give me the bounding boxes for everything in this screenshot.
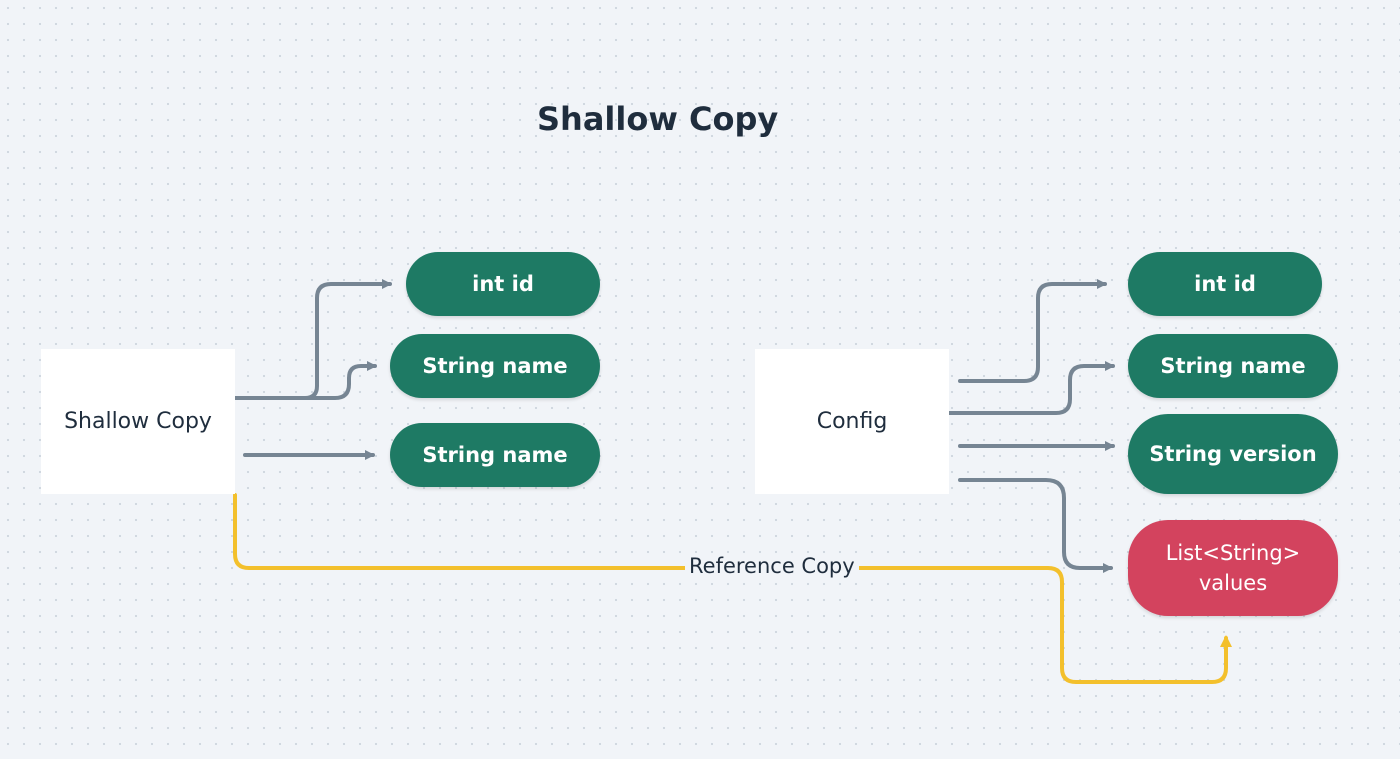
field-label: String name xyxy=(1160,354,1306,378)
field-label: String name xyxy=(422,354,568,378)
config-field-int-id: int id xyxy=(1128,252,1322,316)
shallow-copy-object-label: Shallow Copy xyxy=(64,409,212,434)
field-label: int id xyxy=(1194,272,1256,296)
arrow-config-id xyxy=(958,279,1107,383)
shallow-copy-object: Shallow Copy xyxy=(41,349,235,494)
field-label: int id xyxy=(472,272,534,296)
field-label: String version xyxy=(1149,442,1317,466)
config-field-list-values: List<String> values xyxy=(1128,520,1338,616)
reference-copy-label: Reference Copy xyxy=(685,554,859,578)
arrow-left-id xyxy=(233,279,392,400)
config-field-string-version: String version xyxy=(1128,414,1338,494)
field-string-name: String name xyxy=(390,334,600,398)
config-object: Config xyxy=(755,349,949,494)
arrow-left-name-1 xyxy=(233,361,377,400)
field-string-name-2: String name xyxy=(390,423,600,487)
field-label: String name xyxy=(422,443,568,467)
arrow-config-values xyxy=(958,478,1113,573)
arrow-config-name xyxy=(946,361,1115,415)
field-int-id: int id xyxy=(406,252,600,316)
field-label: List<String> values xyxy=(1165,541,1301,595)
config-object-label: Config xyxy=(816,409,888,434)
config-field-string-name: String name xyxy=(1128,334,1338,398)
diagram-title: Shallow Copy xyxy=(537,100,779,138)
reference-copy-line xyxy=(233,493,1232,684)
